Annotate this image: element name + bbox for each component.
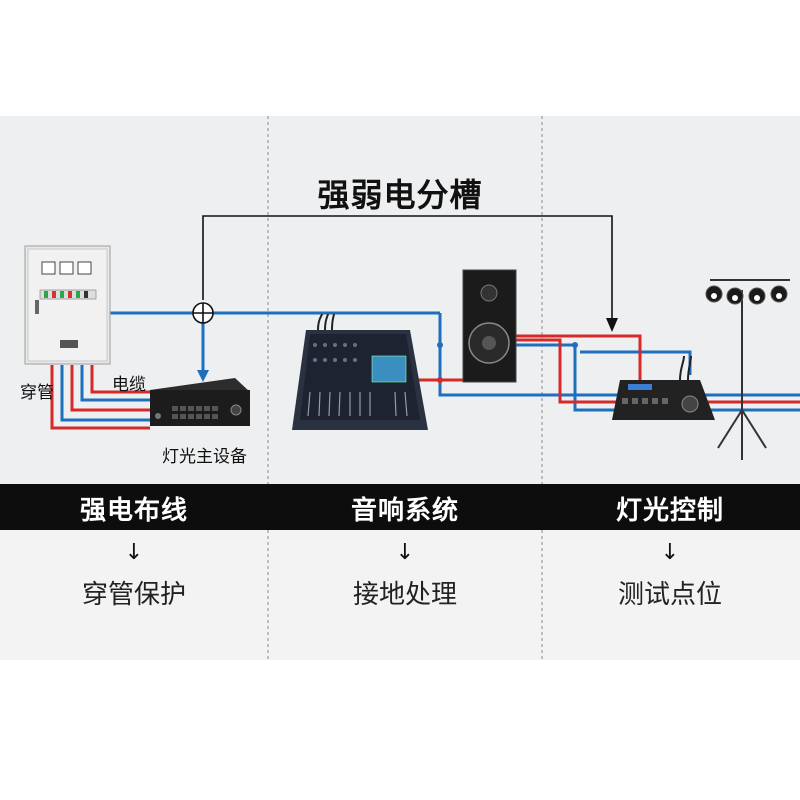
page-title: 强弱电分槽 xyxy=(317,176,483,214)
box-handle xyxy=(35,300,39,314)
blue-arrow-head xyxy=(197,370,209,382)
distribution-box xyxy=(24,245,111,365)
host-ports xyxy=(172,406,218,419)
separation-bracket xyxy=(202,215,618,332)
lighting-host-device xyxy=(150,378,250,426)
box-nameplate xyxy=(60,340,78,348)
bracket-arrow-head xyxy=(606,318,618,332)
studio-monitor-speaker xyxy=(462,269,517,383)
down-arrow-icon: ↓ xyxy=(124,540,144,565)
breaker-row xyxy=(39,289,97,300)
mixer-input-cables xyxy=(317,313,335,331)
down-arrow-icon: ↓ xyxy=(660,540,680,565)
mixer-screen xyxy=(371,355,407,383)
section-dividers xyxy=(267,116,543,660)
caption-background xyxy=(0,530,800,660)
section-sub-strong-wiring: 穿管保护 xyxy=(81,580,186,610)
light-stand xyxy=(705,279,790,460)
section-title-strong-wiring: 强电布线 xyxy=(79,496,188,526)
section-title-audio-system: 音响系统 xyxy=(350,496,459,526)
cable-crossing-symbol xyxy=(192,302,214,324)
section-title-lighting-control: 灯光控制 xyxy=(615,496,724,526)
mixer-faders xyxy=(307,391,408,417)
audio-mixer xyxy=(292,313,428,430)
strong-current-cables xyxy=(50,334,800,430)
tweeter xyxy=(480,284,498,302)
down-arrow-icon: ↓ xyxy=(395,540,415,565)
cable-tray-label: 电缆 xyxy=(112,375,146,395)
lighting-host-label: 灯光主设备 xyxy=(162,447,247,467)
section-sub-lighting-control: 测试点位 xyxy=(617,580,722,610)
par-can-lights xyxy=(705,285,788,305)
section-sub-audio-system: 接地处理 xyxy=(352,580,457,610)
conduit-label: 穿管 xyxy=(20,383,54,403)
meter-dials xyxy=(41,261,92,275)
lighting-console xyxy=(612,355,715,420)
mixer-knobs xyxy=(313,343,357,362)
section-header-bar xyxy=(0,484,800,530)
